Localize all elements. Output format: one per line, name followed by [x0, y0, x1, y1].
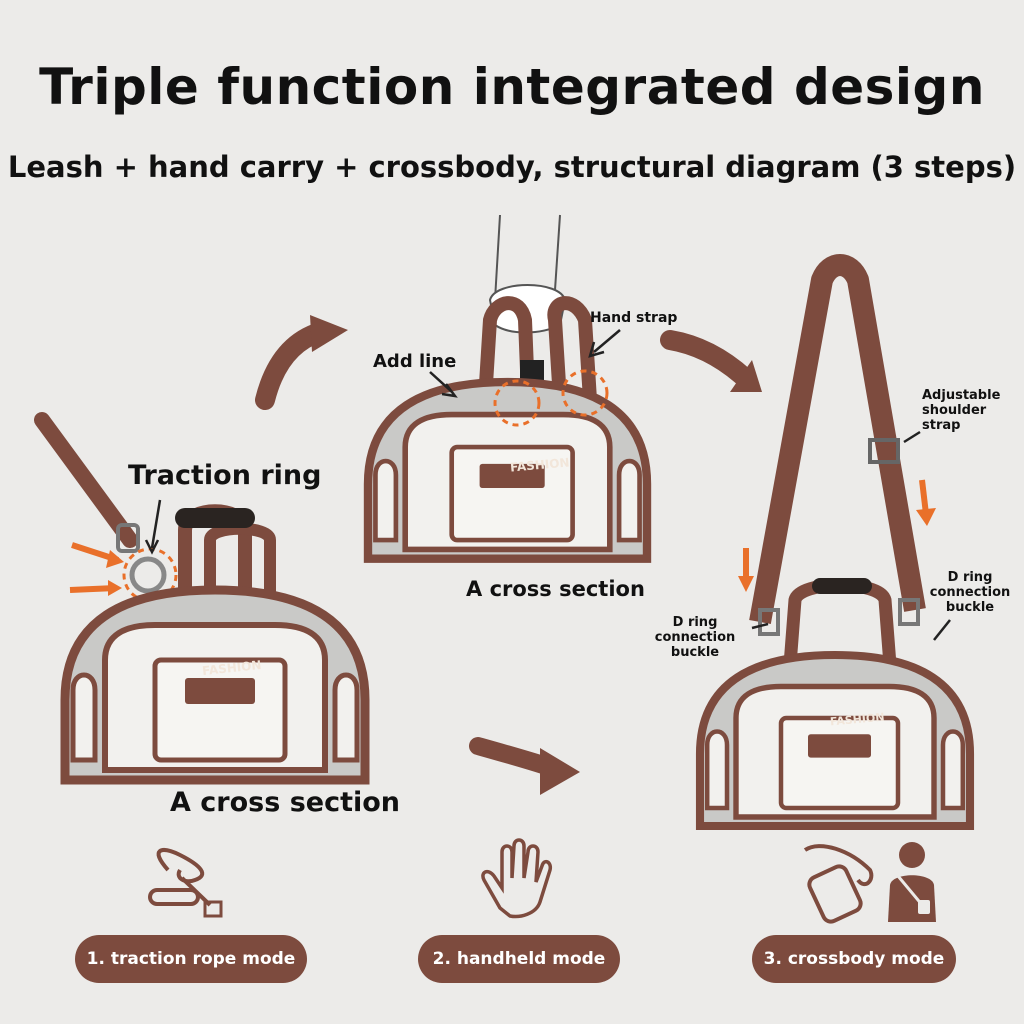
bag-leash-mode [34, 412, 365, 780]
leash-strap [34, 412, 138, 548]
label-cross-section-1: A cross section [170, 787, 401, 818]
strap-adjuster [868, 438, 900, 464]
shoulder-strap [749, 254, 926, 624]
page-title: Triple function integrated design [39, 58, 985, 116]
mode-pill-handheld: 2. handheld mode [418, 935, 620, 983]
label-d-ring-right: D ring connection buckle [929, 570, 1011, 615]
traction-ring [129, 556, 167, 594]
bag-crossbody-mode [700, 254, 970, 826]
bag-handheld-mode [368, 214, 647, 559]
label-traction-ring: Traction ring [128, 460, 322, 491]
crossbody-icon [803, 842, 936, 924]
leash-icon [148, 848, 223, 918]
label-cross-section-2: A cross section [466, 577, 645, 601]
flow-arrows [255, 315, 762, 795]
label-adjustable-strap: Adjustable shoulder strap [922, 388, 1001, 433]
mode-pill-traction: 1. traction rope mode [75, 935, 307, 983]
hand-icon [481, 838, 553, 919]
label-d-ring-left: D ring connection buckle [654, 615, 736, 660]
page-subtitle: Leash + hand carry + crossbody, structur… [7, 150, 1017, 184]
hand-icon [494, 214, 561, 301]
mode-pill-crossbody: 3. crossbody mode [752, 935, 956, 983]
leash-clip [116, 523, 140, 553]
label-hand-strap: Hand strap [590, 310, 678, 326]
label-add-line: Add line [373, 351, 457, 372]
